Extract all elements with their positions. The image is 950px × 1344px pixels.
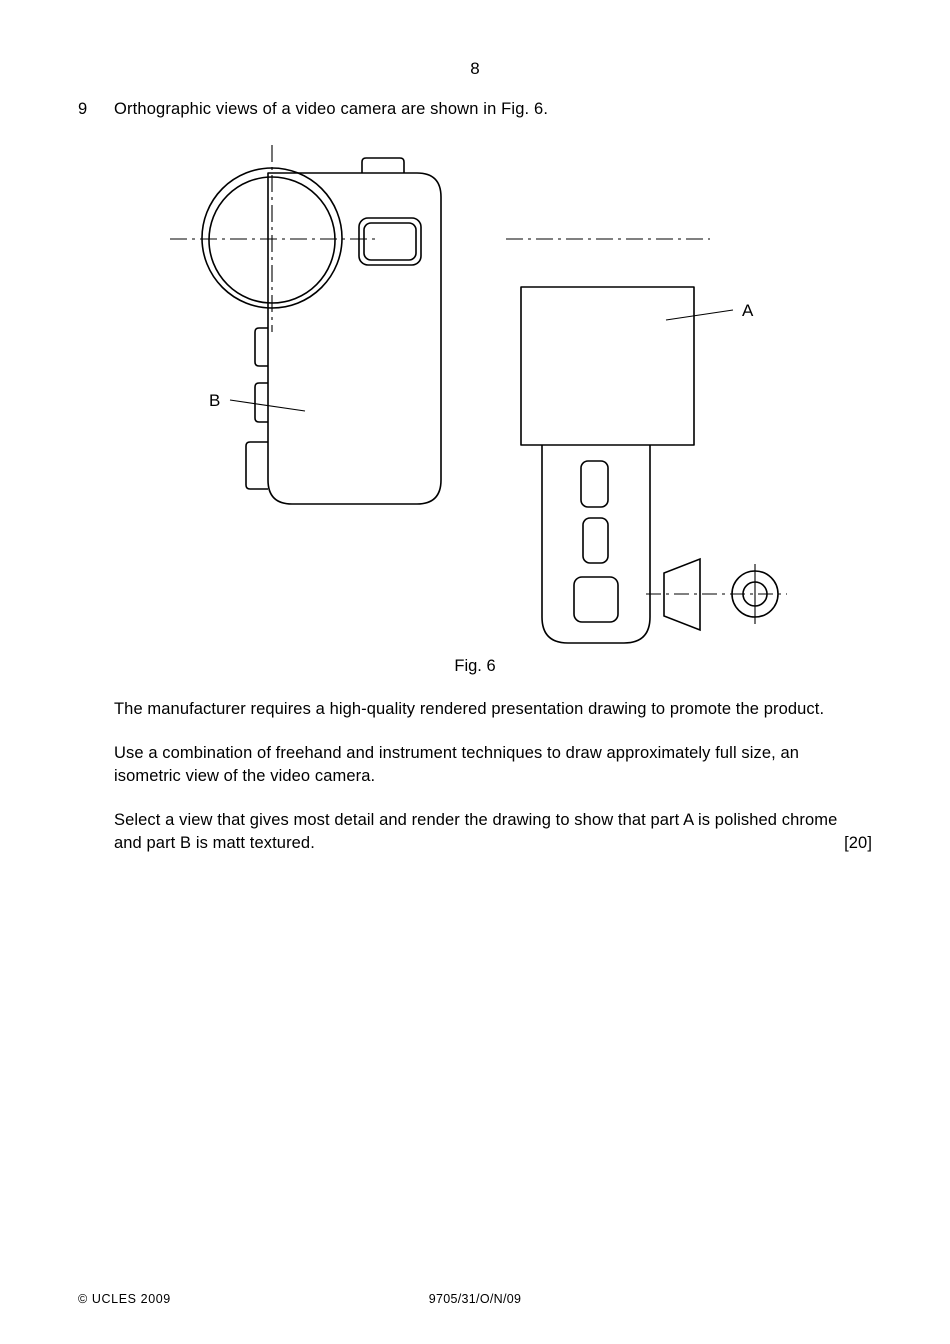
body-paragraphs: The manufacturer requires a high-quality… bbox=[114, 698, 872, 876]
orthographic-views-svg: A B bbox=[170, 145, 787, 644]
centre-lines bbox=[170, 145, 710, 332]
question-heading: 9 Orthographic views of a video camera a… bbox=[78, 97, 878, 121]
annotations bbox=[229, 309, 734, 412]
question-text: Orthographic views of a video camera are… bbox=[114, 100, 549, 118]
side-view bbox=[520, 286, 695, 644]
viewfinder-inner bbox=[363, 222, 417, 261]
page-footer: © UCLES 2009 9705/31/O/N/09 bbox=[0, 1284, 950, 1344]
side-view-button-1 bbox=[580, 460, 609, 508]
paragraph-3-line-1: Select a view that gives most detail and… bbox=[114, 811, 838, 829]
leader-line-a bbox=[665, 309, 734, 321]
paragraph-2-line-1: Use a combination of freehand and instru… bbox=[114, 744, 800, 762]
projection-symbol-centrelines bbox=[646, 564, 787, 624]
side-view-button-2 bbox=[582, 517, 609, 564]
paper-code: 9705/31/O/N/09 bbox=[428, 1292, 522, 1306]
front-view-tab-3 bbox=[245, 441, 268, 490]
side-view-lens-block bbox=[520, 286, 695, 446]
figure-drawing: A B bbox=[0, 130, 950, 660]
label-part-a: A bbox=[742, 301, 754, 320]
leader-line-b bbox=[229, 399, 306, 412]
paragraph-3-line-2-row: and part B is matt textured. [20] bbox=[114, 832, 872, 855]
paragraph-1: The manufacturer requires a high-quality… bbox=[114, 700, 825, 718]
front-view-top-tab bbox=[361, 157, 405, 173]
side-view-button-3 bbox=[573, 576, 619, 623]
front-view-tab-2 bbox=[254, 382, 268, 423]
marks-allocation: [20] bbox=[844, 834, 872, 852]
paragraph-2: Use a combination of freehand and instru… bbox=[114, 742, 872, 788]
front-view-body bbox=[267, 172, 442, 505]
front-view-tab-1 bbox=[254, 327, 268, 367]
page-number: 8 bbox=[470, 59, 480, 78]
paragraph-2-line-2: isometric view of the video camera. bbox=[114, 767, 376, 785]
side-view-body bbox=[541, 445, 651, 644]
label-part-b: B bbox=[209, 391, 220, 410]
viewfinder-outer bbox=[358, 217, 422, 266]
front-view bbox=[201, 157, 442, 505]
projection-symbol-cone bbox=[663, 557, 701, 632]
paragraph-3: Select a view that gives most detail and… bbox=[114, 809, 872, 855]
question-number: 9 bbox=[78, 100, 88, 118]
copyright-notice: © UCLES 2009 bbox=[78, 1292, 171, 1306]
figure-caption: Fig. 6 bbox=[454, 657, 496, 675]
paragraph-3-line-2: and part B is matt textured. bbox=[114, 834, 315, 852]
